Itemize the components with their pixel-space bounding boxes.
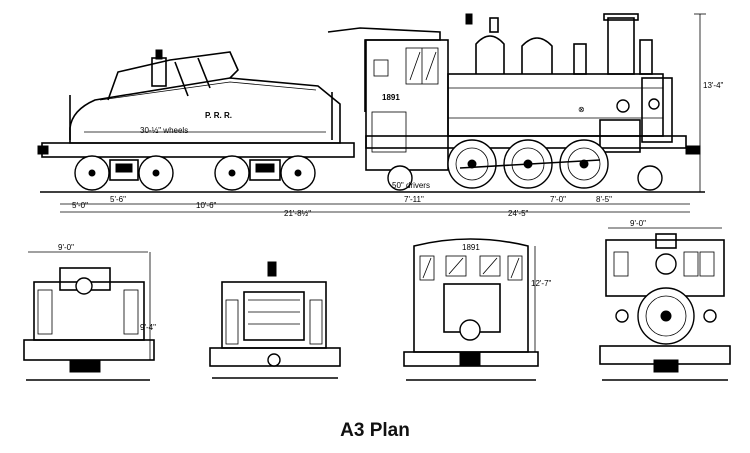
headlight bbox=[639, 39, 653, 75]
svg-text:10'-6": 10'-6" bbox=[196, 201, 217, 210]
tender-wheel-note: 30-½" wheels bbox=[140, 126, 188, 135]
backup-light bbox=[75, 277, 93, 295]
svg-text:5'-6": 5'-6" bbox=[110, 195, 126, 204]
cab-rear-light bbox=[459, 319, 481, 341]
driver-wheel-note: 50" drivers bbox=[392, 181, 430, 190]
front-coupler bbox=[685, 145, 701, 155]
svg-text:9'-4": 9'-4" bbox=[140, 323, 156, 332]
plan-caption: A3 Plan bbox=[340, 420, 410, 441]
svg-text:9'-0": 9'-0" bbox=[630, 219, 646, 228]
tender-front-truck bbox=[74, 155, 174, 191]
bell bbox=[573, 43, 587, 75]
driving-wheels bbox=[387, 139, 663, 191]
svg-text:⊗: ⊗ bbox=[578, 105, 585, 114]
tender-rear-truck bbox=[214, 155, 316, 191]
svg-text:12'-7": 12'-7" bbox=[531, 279, 552, 288]
svg-text:1891: 1891 bbox=[462, 243, 480, 252]
tender-frame bbox=[41, 142, 355, 158]
dims-row2: 21'-8½" 24'-5" bbox=[60, 209, 690, 218]
side-elevation: P. R. R. 30-½" wheels bbox=[37, 13, 724, 218]
end-view-cab-rear: 1891 12'-7" bbox=[403, 238, 552, 381]
end-view-tender-front bbox=[209, 261, 341, 379]
svg-text:21'-8½": 21'-8½" bbox=[284, 209, 311, 218]
boiler bbox=[447, 73, 664, 137]
svg-text:7'-0": 7'-0" bbox=[550, 195, 566, 204]
svg-text:24'-5": 24'-5" bbox=[508, 209, 529, 218]
svg-text:7'-11": 7'-11" bbox=[404, 195, 424, 204]
tender-lettering: P. R. R. bbox=[205, 111, 232, 120]
steam-dome bbox=[475, 35, 505, 74]
cab-number: 1891 bbox=[382, 93, 400, 102]
svg-text:9'-0": 9'-0" bbox=[58, 243, 74, 252]
engine-headlight bbox=[655, 253, 677, 275]
end-view-tender-rear: 9'-0" 9'-4" bbox=[23, 243, 156, 381]
dims-row1: 5'-0" 5'-6" 10'-6" 7'-11" 7'-0" 8'-5" bbox=[60, 195, 690, 210]
end-view-engine-front: 9'-0" bbox=[599, 219, 731, 381]
cab-rear-profile bbox=[413, 238, 529, 353]
svg-text:8'-5": 8'-5" bbox=[596, 195, 612, 204]
rear-coupler bbox=[37, 145, 49, 155]
svg-text:5'-0": 5'-0" bbox=[72, 201, 88, 210]
coal-bunker bbox=[107, 51, 239, 101]
cab bbox=[365, 39, 449, 171]
height-dim: 13'-4" bbox=[703, 81, 724, 90]
smokestack bbox=[607, 17, 635, 75]
sand-dome bbox=[521, 37, 553, 74]
cylinder bbox=[599, 119, 641, 153]
cab-roof bbox=[327, 27, 441, 112]
